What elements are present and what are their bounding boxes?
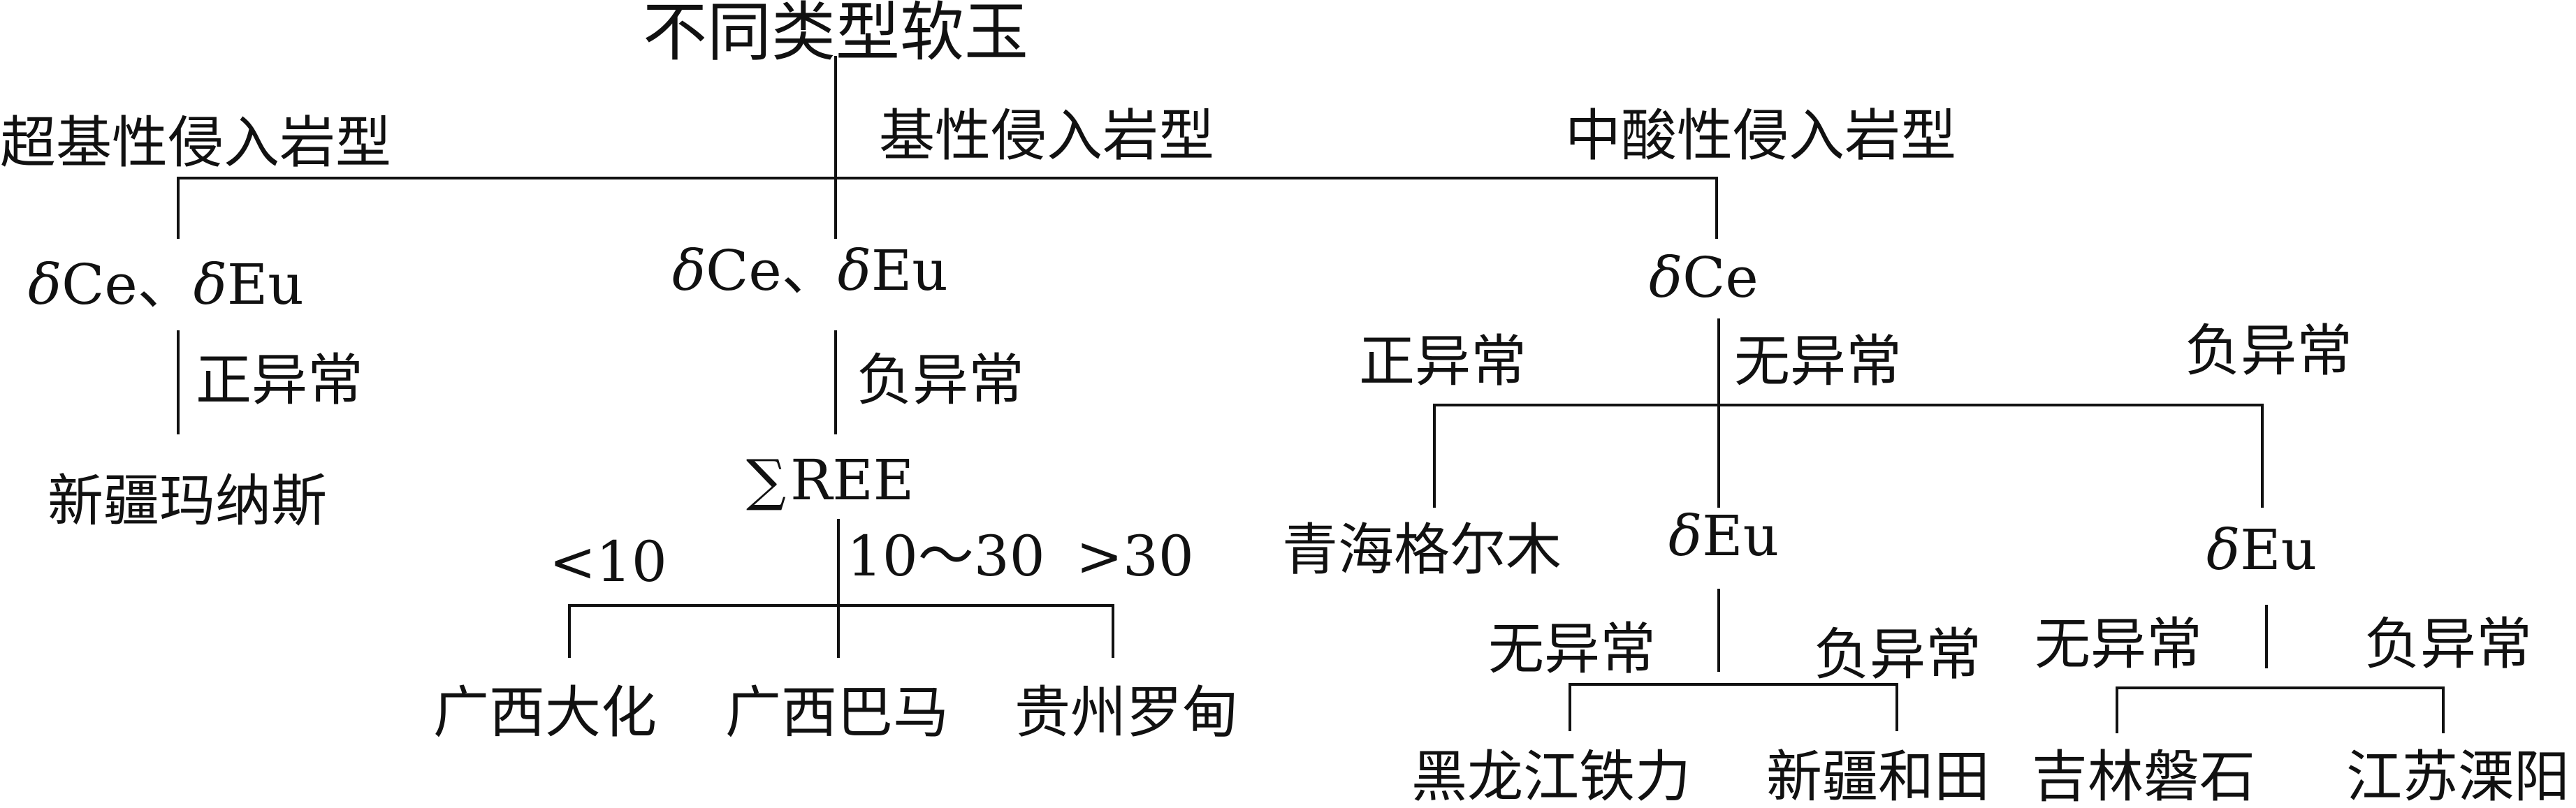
locality-guangxi-dahua: 广西大化 <box>433 680 657 745</box>
basic-indicator-label: δCe、δEu <box>672 238 948 303</box>
eu1-no-anomaly-label: 无异常 <box>1488 617 1656 682</box>
ultramafic-branch-label: 超基性侵入岩型 <box>0 110 391 175</box>
eu1-negative-anomaly-label: 负异常 <box>1814 622 1981 687</box>
ree-low-range-label: <10 <box>549 529 667 594</box>
ultramafic-indicator-label: δCe、δEu <box>28 252 304 317</box>
locality-guangxi-bama: 广西巴马 <box>725 680 949 745</box>
ce-negative-anomaly-label: 负异常 <box>2185 318 2352 383</box>
locality-jilin-panshi: 吉林磐石 <box>2032 744 2255 808</box>
intermediate-branch-label: 中酸性侵入岩型 <box>1565 103 1956 168</box>
ce-no-anomaly-label: 无异常 <box>1734 329 1902 394</box>
ce-positive-anomaly-label: 正异常 <box>1359 329 1527 394</box>
locality-jiangsu-liyang: 江苏溧阳 <box>2346 744 2570 808</box>
eu2-no-anomaly-label: 无异常 <box>2035 612 2202 677</box>
basic-anomaly-label: 负异常 <box>857 348 1024 413</box>
locality-guizhou-luodian: 贵州罗甸 <box>1014 680 1238 745</box>
eu2-indicator-label: δEu <box>2206 517 2317 582</box>
eu1-indicator-label: δEu <box>1668 504 1779 568</box>
ultramafic-anomaly-label: 正异常 <box>196 348 363 413</box>
locality-xinjiang-hetian: 新疆和田 <box>1766 744 1990 808</box>
eu2-negative-anomaly-label: 负异常 <box>2364 612 2532 677</box>
locality-xinjiang-manasi: 新疆玛纳斯 <box>48 469 327 534</box>
tree-root-title: 不同类型软玉 <box>643 0 1028 70</box>
intermediate-indicator-label: δCe <box>1649 245 1759 310</box>
ree-label: ∑REE <box>746 448 914 513</box>
tree-connectors <box>177 56 2445 733</box>
locality-qinghai-geermu: 青海格尔木 <box>1282 517 1562 582</box>
basic-branch-label: 基性侵入岩型 <box>879 103 1214 168</box>
locality-heilongjiang-tieli: 黑龙江铁力 <box>1411 744 1691 808</box>
ree-mid-range-label: 10～30 <box>847 524 1045 589</box>
ree-high-range-label: >30 <box>1076 524 1194 589</box>
